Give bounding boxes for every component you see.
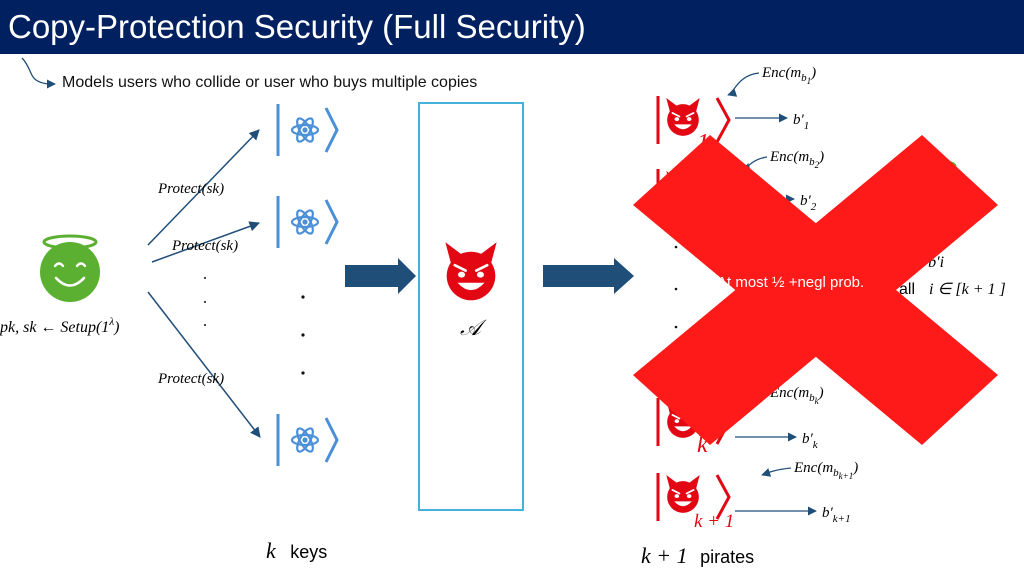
setup-label: pk, sk ← Setup(1λ) xyxy=(0,316,119,336)
protect-ellipsis-dots xyxy=(204,277,206,326)
block-arrow-adversary-to-pirates xyxy=(543,258,634,294)
check-range: i ∈ [k + 1 ] xyxy=(929,281,1006,298)
challenger-angel-icon xyxy=(40,234,100,302)
slide-title: Copy-Protection Security (Full Security) xyxy=(8,8,586,45)
prob-label: At most ½ +negl prob. xyxy=(717,274,864,291)
check-for-all-word: all xyxy=(899,281,915,298)
enc-label: Enc(mb1) xyxy=(761,65,816,86)
key-ket-icon xyxy=(276,414,339,466)
block-arrow-keys-to-adversary xyxy=(345,258,416,294)
enc-label: Enc(mbk) xyxy=(769,385,824,406)
adversary-label: 𝒜 xyxy=(460,315,487,340)
output-label: b′k xyxy=(802,431,819,451)
key-ket-icon xyxy=(276,196,339,248)
pirate-devil-icon xyxy=(665,97,701,137)
subtitle-curve-arrow xyxy=(21,57,56,89)
adversary-devil-icon xyxy=(444,240,498,302)
key-ket-icon xyxy=(276,104,339,156)
adversary-box xyxy=(418,102,524,511)
enc-input-arrow xyxy=(761,467,792,477)
protect-label-3: Protect(sk) xyxy=(157,371,224,387)
key-ellipsis-dots xyxy=(301,295,305,375)
enc-input-arrow xyxy=(727,72,760,97)
pirates-caption: k + 1 pirates xyxy=(641,543,754,568)
protect-arrows xyxy=(147,129,261,438)
key-column xyxy=(276,104,339,466)
enc-label: Enc(mb2) xyxy=(769,149,824,170)
pirate-index: k xyxy=(697,432,708,458)
pirate-ellipsis-dots xyxy=(674,245,678,329)
slide-subtitle: Models users who collide or user who buy… xyxy=(62,74,478,91)
pirate-index: k + 1 xyxy=(694,511,734,532)
big-x-icon xyxy=(633,135,998,445)
protect-arrow-3 xyxy=(147,291,261,438)
protect-label-1: Protect(sk) xyxy=(157,181,224,197)
output-label: b′2 xyxy=(800,193,817,213)
enc-label: Enc(mbk+1) xyxy=(793,460,858,481)
pirate-devil-icon xyxy=(665,474,701,514)
protect-label-2: Protect(sk) xyxy=(171,238,238,254)
output-label: b′k+1 xyxy=(822,505,851,525)
keys-caption: k keys xyxy=(266,538,327,563)
title-bar: Copy-Protection Security (Full Security) xyxy=(0,0,1024,54)
pirate-ket-icon: k + 1 xyxy=(656,473,734,532)
protect-arrow-2 xyxy=(151,221,260,263)
output-label: b′1 xyxy=(793,112,809,132)
protect-arrow-1 xyxy=(147,129,260,246)
